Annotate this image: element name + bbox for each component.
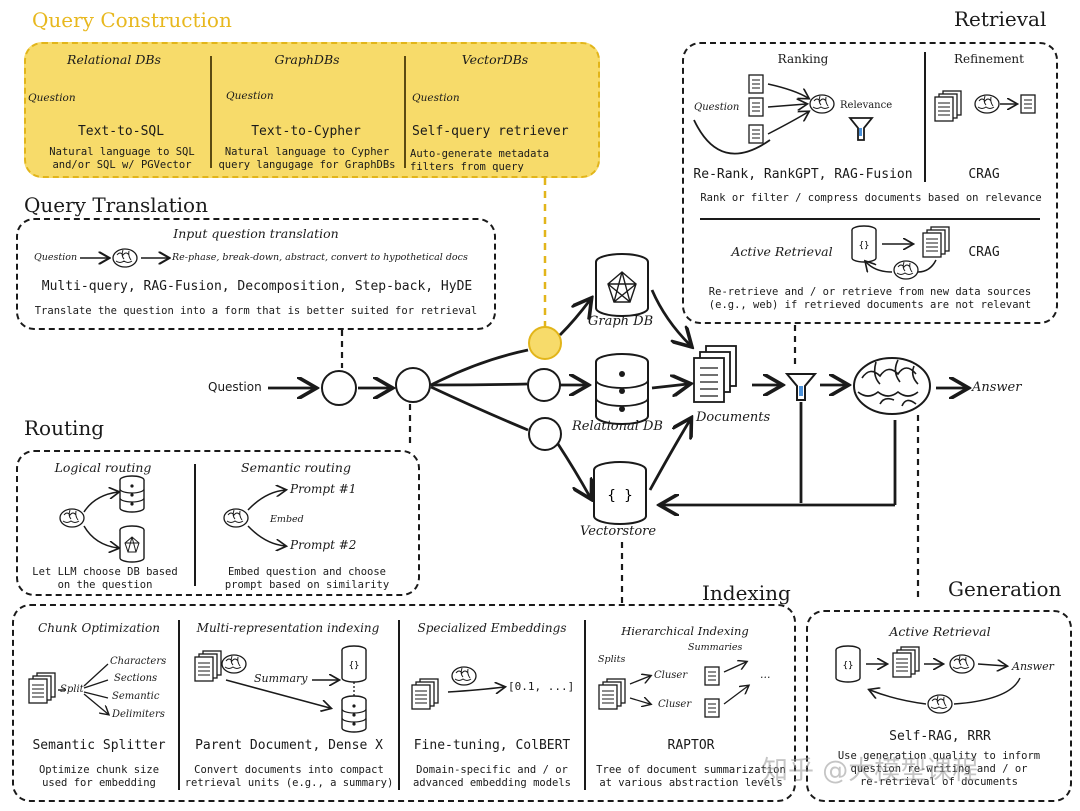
- generation-panel: [806, 610, 1072, 802]
- chunk-type-sections: Sections: [114, 673, 158, 684]
- crag-label: CRAG: [968, 167, 1000, 182]
- input-question-translation-heading: Input question translation: [173, 226, 339, 241]
- divider: [210, 56, 212, 168]
- divider: [194, 464, 196, 586]
- parent-document-label: Parent Document, Dense X: [195, 738, 383, 753]
- vectordbs-heading: VectorDBs: [461, 52, 529, 67]
- specialized-embeddings-heading: Specialized Embeddings: [417, 621, 567, 635]
- query-construction-panel: [24, 42, 600, 178]
- generation-desc: Use generation quality to inform questio…: [837, 750, 1041, 788]
- question-label: Question: [412, 92, 460, 104]
- divider: [700, 218, 1040, 220]
- documents-icon: [693, 345, 737, 403]
- divider: [924, 52, 926, 182]
- summary-label: Summary: [254, 672, 308, 685]
- embedding-vector-label: [0.1, ...]: [508, 680, 575, 693]
- question-label: Question: [34, 252, 78, 263]
- vectorstore-icon: { }: [593, 461, 647, 525]
- question-label: Question: [28, 92, 76, 104]
- prompt-2-label: Prompt #2: [290, 538, 357, 552]
- active-retrieval-heading: Active Retrieval: [731, 244, 833, 259]
- cluser-label: Cluser: [658, 699, 692, 710]
- watermark: 知乎 @大模型课程: [762, 756, 979, 786]
- generation-title: Generation: [948, 577, 1062, 601]
- chunk-type-delimiters: Delimiters: [112, 709, 165, 720]
- multi-desc: Convert documents into compact retrieval…: [184, 764, 394, 789]
- graph-desc: Natural language to Cypher query languga…: [218, 146, 396, 171]
- divider: [584, 620, 586, 790]
- answer-label: Answer: [1012, 660, 1054, 673]
- question-label: Question: [226, 90, 274, 102]
- query-translation-panel: [16, 218, 496, 330]
- semantic-routing-desc: Embed question and choose prompt based o…: [224, 566, 390, 591]
- semantic-splitter-label: Semantic Splitter: [32, 738, 166, 753]
- text-to-sql-label: Text-to-SQL: [77, 124, 165, 139]
- divider: [404, 56, 406, 168]
- graphdbs-heading: GraphDBs: [274, 52, 340, 67]
- divider: [178, 620, 180, 790]
- translation-methods: Multi-query, RAG-Fusion, Decomposition, …: [41, 279, 473, 294]
- graph-db-label: Graph DB: [588, 314, 654, 329]
- logical-routing-heading: Logical routing: [54, 460, 152, 475]
- translation-desc: Translate the question into a form that …: [34, 305, 478, 317]
- question-input-label: Question: [208, 380, 262, 394]
- chunk-type-characters: Characters: [110, 656, 167, 667]
- query-construction-title: Query Construction: [32, 8, 232, 32]
- ellipsis-label: ...: [760, 668, 771, 681]
- llm-brain-icon: [853, 357, 931, 415]
- generation-active-retrieval-heading: Active Retrieval: [889, 624, 991, 639]
- filter-icon: [784, 373, 818, 401]
- multi-representation-heading: Multi-representation indexing: [196, 621, 380, 635]
- relevance-filter-icon: [848, 117, 874, 141]
- self-query-retriever-label: Self-query retriever: [412, 124, 569, 139]
- retrieval-panel: [682, 42, 1058, 324]
- ranking-methods: Re-Rank, RankGPT, RAG-Fusion: [693, 167, 913, 182]
- graph-db-icon: [595, 253, 649, 317]
- answer-label: Answer: [972, 380, 1022, 395]
- relational-db-icon: [595, 353, 649, 425]
- routing-panel: [16, 450, 420, 596]
- indexing-panel: [12, 604, 796, 802]
- semantic-routing-heading: Semantic routing: [241, 460, 351, 475]
- prompt-1-label: Prompt #1: [290, 482, 357, 496]
- chunk-desc: Optimize chunk size used for embedding: [38, 764, 160, 789]
- ranking-heading: Ranking: [777, 52, 829, 66]
- documents-label: Documents: [696, 410, 771, 425]
- question-label: Question: [694, 102, 740, 113]
- divider: [398, 620, 400, 790]
- hierarchical-indexing-heading: Hierarchical Indexing: [621, 624, 749, 638]
- logical-routing-desc: Let LLM choose DB based on the question: [32, 566, 178, 591]
- vectorstore-label: Vectorstore: [580, 524, 657, 539]
- relational-dbs-heading: Relational DBs: [67, 52, 161, 67]
- retrieval-title: Retrieval: [954, 7, 1047, 31]
- split-label: Split: [60, 684, 84, 695]
- routing-title: Routing: [24, 416, 105, 440]
- refinement-heading: Refinement: [953, 52, 1024, 66]
- indexing-title: Indexing: [702, 581, 791, 605]
- relational-desc: Natural language to SQL and/or SQL w/ PG…: [49, 146, 195, 171]
- retrieval-desc: Rank or filter / compress documents base…: [700, 192, 1042, 204]
- relevance-label: Relevance: [840, 100, 893, 111]
- chunk-optimization-heading: Chunk Optimization: [38, 621, 160, 635]
- chunk-type-semantic: Semantic: [112, 691, 160, 702]
- vector-desc: Auto-generate metadata filters from quer…: [410, 148, 550, 173]
- fine-tuning-label: Fine-tuning, ColBERT: [413, 738, 571, 753]
- svg-text:{ }: { }: [607, 488, 632, 504]
- translation-flow-text: Re-phase, break-down, abstract, convert …: [172, 252, 468, 263]
- hierarchical-desc: Tree of document summarization at variou…: [596, 764, 786, 789]
- splits-label: Splits: [598, 654, 626, 665]
- embed-label: Embed: [270, 514, 304, 525]
- summaries-label: Summaries: [688, 642, 743, 653]
- crag-label: CRAG: [968, 245, 1000, 260]
- relational-db-label: Relational DB: [572, 419, 663, 434]
- raptor-label: RAPTOR: [667, 738, 715, 753]
- self-rag-label: Self-RAG, RRR: [889, 729, 991, 744]
- text-to-cypher-label: Text-to-Cypher: [251, 124, 361, 139]
- query-translation-title: Query Translation: [24, 193, 208, 217]
- specialized-desc: Domain-specific and / or advanced embedd…: [412, 764, 572, 789]
- cluser-label: Cluser: [654, 670, 688, 681]
- active-retrieval-desc: Re-retrieve and / or retrieve from new d…: [708, 286, 1032, 311]
